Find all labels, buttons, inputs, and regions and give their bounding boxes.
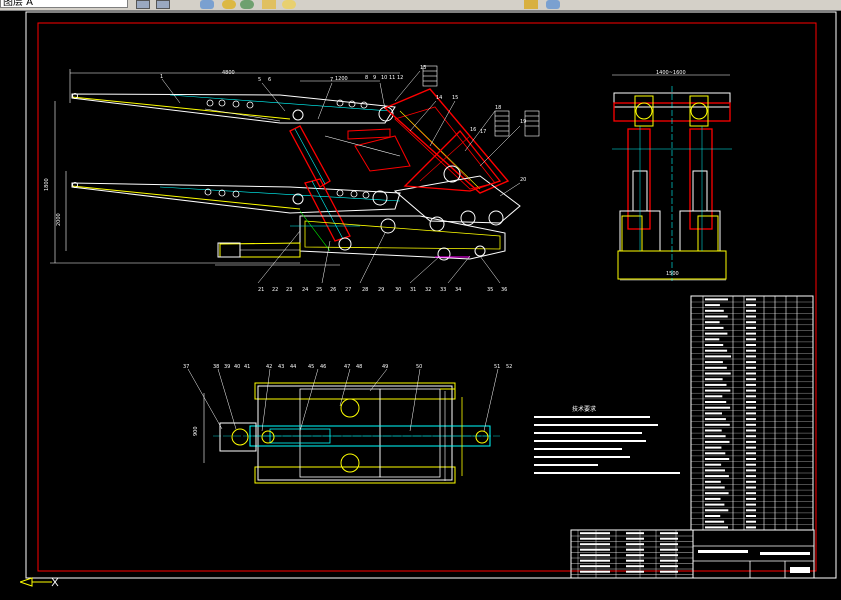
properties-icon[interactable] (200, 0, 214, 9)
cad-toolbar: 图层 A (0, 0, 841, 11)
callout-label: 12 (397, 75, 403, 81)
ucs-icon (20, 577, 59, 587)
color-icon[interactable] (222, 0, 236, 9)
callout-label: 9 (373, 75, 376, 81)
callout-label: 6 (268, 77, 271, 83)
callout-label: 26 (330, 287, 336, 293)
callout-label: 30 (395, 287, 401, 293)
tech-requirements-title: 技术要求 (572, 405, 596, 413)
callout-label: 17 (480, 129, 486, 135)
callout-label: 48 (356, 364, 362, 370)
view-icon[interactable] (546, 0, 560, 9)
layer-field[interactable]: 图层 A (0, 0, 128, 8)
callout-label: 32 (425, 287, 431, 293)
callout-label: 7 (330, 77, 333, 83)
callout-label: 52 (506, 364, 512, 370)
lineweight-icon[interactable] (262, 0, 276, 9)
dim-front-width: 1400~1600 (656, 70, 686, 76)
callout-label: 33 (440, 287, 446, 293)
drawing-canvas[interactable]: 4800 1200 1800 2000 (0, 11, 841, 600)
callout-label: 38 (213, 364, 219, 370)
callout-label: 19 (520, 119, 526, 125)
callout-label: 43 (278, 364, 284, 370)
callout-label: 35 (487, 287, 493, 293)
callout-label: 45 (308, 364, 314, 370)
dim-base-width: 1500 (666, 271, 679, 277)
dim-plan-width: 900 (193, 426, 199, 436)
ucs-icon[interactable] (524, 0, 538, 9)
callout-label: 37 (183, 364, 189, 370)
callout-label: 29 (378, 287, 384, 293)
plan-view: 900 37 38 39 40 41 42 43 44 45 46 47 48 49 50 51 52 (183, 364, 512, 484)
callout-label: 50 (416, 364, 422, 370)
callout-label: 8 (365, 75, 368, 81)
sheet-border (25, 11, 837, 579)
callout-label: 1 (160, 74, 163, 80)
drawing-frame (37, 22, 817, 572)
callout-label: 31 (410, 287, 416, 293)
layer-previous-icon[interactable] (156, 0, 170, 9)
callout-label: 20 (520, 177, 526, 183)
callout-label: 51 (494, 364, 500, 370)
side-view: 4800 1200 1800 2000 (44, 65, 540, 293)
front-view: 1400~1600 1500 (612, 70, 732, 281)
dim-overall-length: 4800 (222, 70, 235, 76)
dim-upper: 1200 (335, 76, 348, 82)
callout-label: 40 (234, 364, 240, 370)
title-block (570, 529, 815, 579)
callout-label: 42 (266, 364, 272, 370)
callout-label: 16 (470, 127, 476, 133)
callout-label: 11 (389, 75, 395, 81)
callout-label: 10 (381, 75, 387, 81)
callout-label: 28 (362, 287, 368, 293)
linetype-icon[interactable] (240, 0, 254, 9)
callout-label: 25 (316, 287, 322, 293)
callout-label: 18 (495, 105, 501, 111)
callout-label: 22 (272, 287, 278, 293)
plan-view-labels: 37 38 39 40 41 42 43 44 45 46 47 48 49 50 51 52 (183, 364, 512, 370)
parts-list (690, 295, 814, 531)
callout-label: 13 (420, 65, 426, 71)
callout-label: 23 (286, 287, 292, 293)
dim-lower: 2000 (56, 213, 62, 226)
callout-label: 49 (382, 364, 388, 370)
callout-label: 46 (320, 364, 326, 370)
callout-label: 15 (452, 95, 458, 101)
plot-style-icon[interactable] (282, 0, 296, 9)
dim-height: 1800 (44, 178, 50, 191)
callout-label: 27 (345, 287, 351, 293)
tech-requirements: 技术要求 (534, 405, 680, 474)
callout-label: 44 (290, 364, 296, 370)
callout-label: 41 (244, 364, 250, 370)
callout-label: 21 (258, 287, 264, 293)
callout-label: 5 (258, 77, 261, 83)
callout-label: 14 (436, 95, 442, 101)
callout-label: 39 (224, 364, 230, 370)
callout-label: 24 (302, 287, 308, 293)
callout-label: 34 (455, 287, 461, 293)
callout-label: 36 (501, 287, 507, 293)
callout-label: 47 (344, 364, 350, 370)
layer-state-icon[interactable] (136, 0, 150, 9)
